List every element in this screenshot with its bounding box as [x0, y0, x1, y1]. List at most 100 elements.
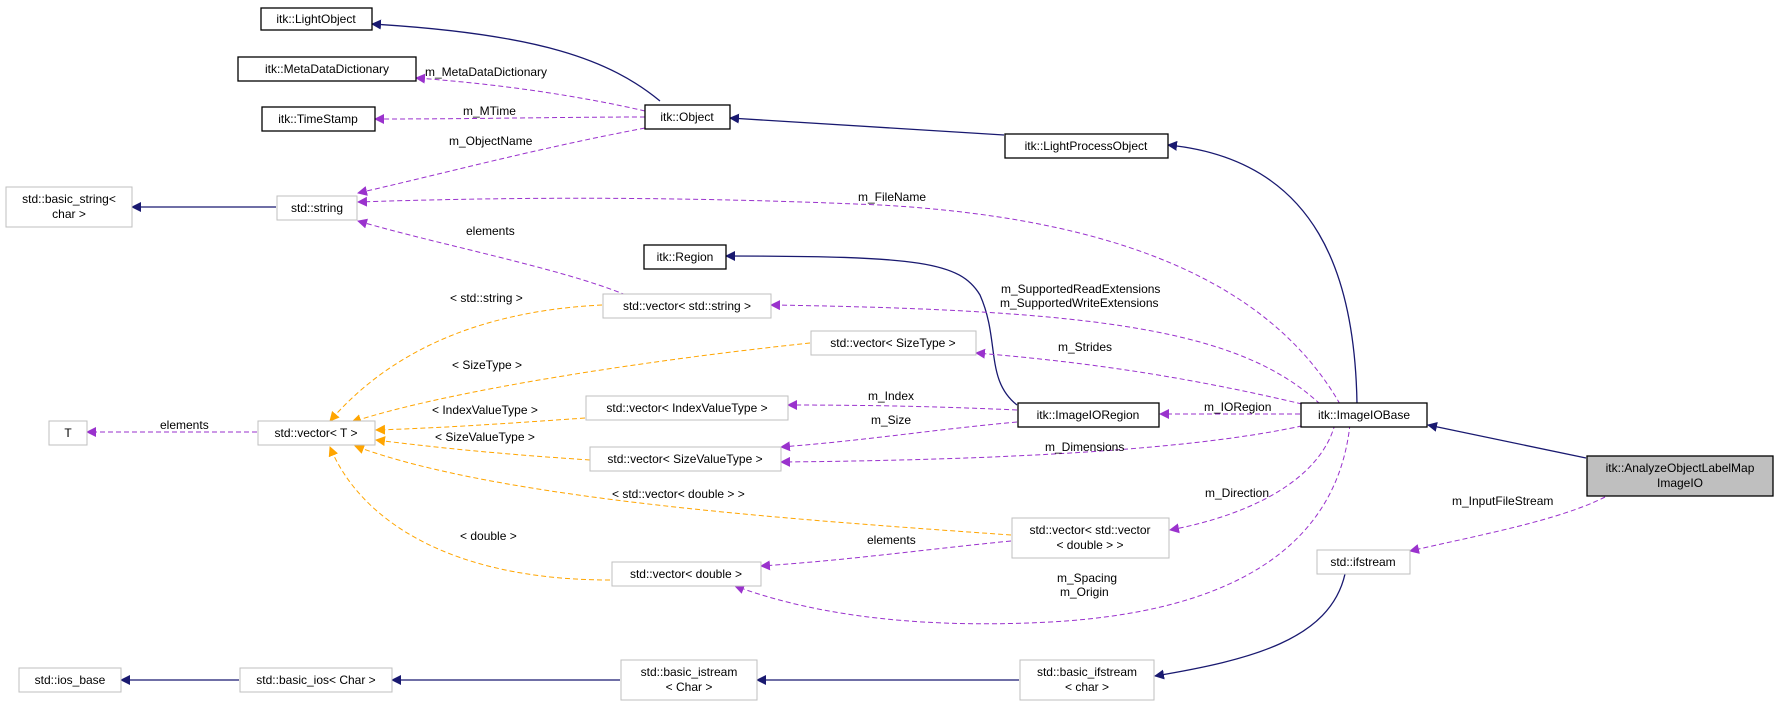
node-label: std::vector< SizeType >	[830, 336, 955, 350]
node-std-vector-sizevaluetype[interactable]: std::vector< SizeValueType >	[589, 446, 782, 472]
node-label-line-2: < double > >	[1056, 538, 1123, 552]
node-label-line-2: char >	[52, 207, 86, 221]
label-m-origin: m_Origin	[1060, 585, 1109, 599]
node-itk-lightobject[interactable]: itk::LightObject	[260, 7, 373, 31]
edge-lightprocessobject-to-object	[729, 113, 1005, 136]
node-std-vector-t[interactable]: std::vector< T >	[257, 420, 376, 446]
node-std-vector-sizetype[interactable]: std::vector< SizeType >	[810, 330, 977, 356]
edge-vectorstring-to-string	[357, 218, 627, 296]
node-label-line-1: std::basic_istream	[641, 665, 738, 679]
node-itk-lightprocessobject[interactable]: itk::LightProcessObject	[1004, 133, 1169, 159]
edge-imageiobase-to-lightprocessobject	[1167, 140, 1358, 405]
node-label-line-1: itk::AnalyzeObjectLabelMap	[1606, 461, 1755, 475]
node-label: itk::LightProcessObject	[1025, 139, 1148, 153]
node-itk-object[interactable]: itk::Object	[644, 104, 731, 130]
label-m-spacing: m_Spacing	[1057, 571, 1117, 585]
node-std-basic-string[interactable]: std::basic_string< char >	[5, 186, 133, 228]
edge-imageioregion-to-vectorindexvaluetype	[787, 400, 1018, 411]
node-label: std::string	[291, 201, 343, 215]
label-m-direction: m_Direction	[1205, 486, 1269, 500]
node-label-line-2: ImageIO	[1657, 476, 1703, 490]
member-edges	[86, 73, 1606, 625]
label-m-supportedwriteextensions: m_SupportedWriteExtensions	[1000, 296, 1159, 310]
edge-object-to-string	[357, 127, 646, 196]
node-label-line-1: std::vector< std::vector	[1029, 523, 1150, 537]
label-double-tpl: < double >	[460, 529, 517, 543]
label-elements-t: elements	[160, 418, 209, 432]
node-label: std::vector< SizeValueType >	[607, 452, 762, 466]
node-label: T	[64, 426, 72, 440]
node-label-line-1: std::basic_ifstream	[1037, 665, 1137, 679]
edge-vectorindexvaluetype-template	[375, 417, 586, 435]
edge-analyze-to-ifstream	[1409, 496, 1606, 554]
label-m-mtime: m_MTime	[463, 104, 516, 118]
node-label: itk::ImageIOBase	[1318, 408, 1410, 422]
node-label-line-2: < char >	[1065, 680, 1109, 694]
label-m-inputfilestream: m_InputFileStream	[1452, 494, 1553, 508]
node-itk-region[interactable]: itk::Region	[643, 244, 727, 270]
label-m-dimensions: m_Dimensions	[1045, 440, 1124, 454]
template-edges	[328, 304, 1012, 581]
node-std-vector-string[interactable]: std::vector< std::string >	[602, 293, 772, 319]
node-label: std::ios_base	[35, 673, 106, 687]
edge-imageiobase-to-vectorsizevaluetype-dim	[780, 423, 1311, 467]
node-label: itk::TimeStamp	[278, 112, 358, 126]
node-itk-metadatadictionary[interactable]: itk::MetaDataDictionary	[237, 56, 417, 82]
edge-imageiobase-to-string	[357, 196, 1341, 405]
edge-vectorvectordouble-to-vectordouble	[760, 540, 1012, 571]
node-label-line-2: < Char >	[666, 680, 713, 694]
node-std-basic-ios[interactable]: std::basic_ios< Char >	[239, 667, 393, 693]
node-label: std::basic_ios< Char >	[256, 673, 375, 687]
label-indexvaluetype-tpl: < IndexValueType >	[432, 403, 538, 417]
node-label: itk::Region	[657, 250, 714, 264]
label-m-filename: m_FileName	[858, 190, 926, 204]
label-m-objectname: m_ObjectName	[449, 134, 533, 148]
edge-object-to-timestamp	[374, 113, 646, 124]
node-label-line-1: std::basic_string<	[22, 192, 116, 206]
label-m-ioregion: m_IORegion	[1204, 400, 1271, 414]
node-label: itk::MetaDataDictionary	[265, 62, 389, 76]
label-m-index: m_Index	[868, 389, 914, 403]
node-itk-timestamp[interactable]: itk::TimeStamp	[261, 106, 376, 132]
label-m-metadatadictionary: m_MetaDataDictionary	[425, 65, 547, 79]
edge-imageioregion-to-region	[725, 251, 1018, 406]
node-label: std::vector< double >	[630, 567, 742, 581]
node-std-vector-vector-double[interactable]: std::vector< std::vector < double > >	[1011, 517, 1170, 559]
edge-imageiobase-to-vectorvectordouble	[1169, 423, 1336, 534]
edge-analyze-to-imageiobase	[1427, 421, 1587, 459]
node-std-ifstream[interactable]: std::ifstream	[1316, 549, 1411, 575]
node-std-string[interactable]: std::string	[276, 195, 358, 221]
node-itk-imageiobase[interactable]: itk::ImageIOBase	[1300, 402, 1428, 428]
node-label: itk::Object	[660, 110, 714, 124]
node-label: std::ifstream	[1330, 555, 1395, 569]
node-std-vector-double[interactable]: std::vector< double >	[611, 561, 762, 587]
node-std-basic-istream[interactable]: std::basic_istream < Char >	[620, 659, 758, 701]
edge-vectorsizetype-template	[351, 342, 811, 424]
label-m-size: m_Size	[871, 413, 911, 427]
label-vector-double-tpl: < std::vector< double > >	[612, 487, 745, 501]
inheritance-edges	[120, 19, 1587, 685]
label-elements-double: elements	[867, 533, 916, 547]
node-label: std::vector< T >	[275, 426, 358, 440]
edge-vectordouble-template	[328, 446, 611, 581]
node-std-vector-indexvaluetype[interactable]: std::vector< IndexValueType >	[585, 395, 789, 421]
edge-basicifstream-to-ifstream	[1154, 573, 1346, 680]
node-std-basic-ifstream[interactable]: std::basic_ifstream < char >	[1019, 659, 1155, 701]
label-std-string-tpl: < std::string >	[450, 291, 523, 305]
label-sizevaluetype-tpl: < SizeValueType >	[435, 430, 535, 444]
node-t[interactable]: T	[48, 420, 88, 446]
node-itk-imageioregion[interactable]: itk::ImageIORegion	[1017, 402, 1160, 428]
node-itk-analyzeobjectlabelmapimageio[interactable]: itk::AnalyzeObjectLabelMap ImageIO	[1586, 455, 1774, 497]
edge-vectorvectordouble-template	[354, 444, 1012, 536]
node-std-ios-base[interactable]: std::ios_base	[18, 667, 122, 693]
edge-imageiobase-to-vectorstring	[770, 300, 1321, 405]
label-m-strides: m_Strides	[1058, 340, 1112, 354]
node-label: std::vector< IndexValueType >	[606, 401, 767, 415]
edge-object-to-metadatadictionary	[415, 73, 646, 112]
label-elements-string: elements	[466, 224, 515, 238]
edge-object-to-lightobject	[371, 19, 661, 102]
label-m-supportedreadextensions: m_SupportedReadExtensions	[1001, 282, 1160, 296]
node-label: itk::ImageIORegion	[1037, 408, 1140, 422]
edge-imageiobase-to-vectordouble	[734, 423, 1351, 625]
